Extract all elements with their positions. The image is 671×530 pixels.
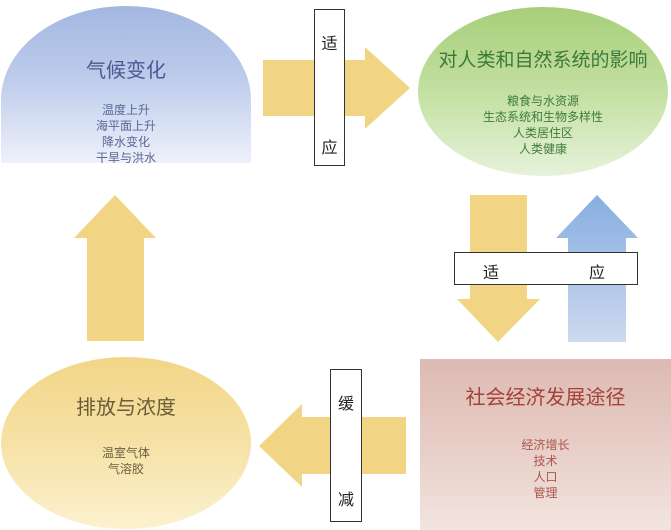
- node-item: 人口: [533, 470, 558, 484]
- node-socioeconomic: 社会经济发展途径 经济增长 技术 人口 管理: [420, 359, 671, 530]
- label-char: 适: [483, 263, 500, 282]
- node-item: 气溶胶: [107, 462, 144, 476]
- node-impacts: 对人类和自然系统的影响 粮食与水资源 生态系统和生物多样性 人类居住区 人类健康: [418, 7, 668, 176]
- node-title: 排放与浓度: [76, 395, 176, 419]
- label-char: 缓: [337, 394, 354, 413]
- node-items: 粮食与水资源 生态系统和生物多样性 人类居住区 人类健康: [418, 93, 668, 157]
- node-item: 技术: [533, 454, 558, 468]
- node-item: 经济增长: [521, 438, 570, 452]
- node-item: 海平面上升: [95, 119, 156, 133]
- node-item: 人类健康: [518, 142, 567, 156]
- node-item: 生态系统和生物多样性: [482, 110, 603, 124]
- label-mitigation-bottom: 缓 减: [330, 369, 362, 522]
- node-item: 人类居住区: [512, 126, 573, 140]
- node-title: 对人类和自然系统的影响: [438, 49, 648, 71]
- node-items: 经济增长 技术 人口 管理: [420, 437, 671, 501]
- node-items: 温室气体 气溶胶: [1, 445, 251, 477]
- label-char: 减: [337, 490, 354, 509]
- label-char: 适: [321, 34, 338, 53]
- label-char: 应: [589, 263, 606, 282]
- label-adaptation-right: 适 应: [454, 252, 638, 285]
- node-climate-change: 气候变化 温度上升 海平面上升 降水变化 干旱与洪水: [1, 6, 251, 163]
- node-item: 降水变化: [101, 135, 150, 149]
- label-adaptation-top: 适 应: [314, 9, 345, 166]
- node-item: 温度上升: [101, 103, 150, 117]
- node-item: 温室气体: [101, 446, 150, 460]
- node-title: 气候变化: [86, 58, 166, 82]
- node-emissions: 排放与浓度 温室气体 气溶胶: [1, 357, 251, 529]
- node-item: 粮食与水资源: [506, 94, 579, 108]
- node-item: 管理: [533, 486, 558, 500]
- node-item: 干旱与洪水: [95, 151, 156, 165]
- node-title: 社会经济发展途径: [465, 385, 626, 409]
- label-char: 应: [321, 138, 338, 157]
- arrow-up-left: [74, 195, 156, 341]
- node-items: 温度上升 海平面上升 降水变化 干旱与洪水: [1, 102, 251, 165]
